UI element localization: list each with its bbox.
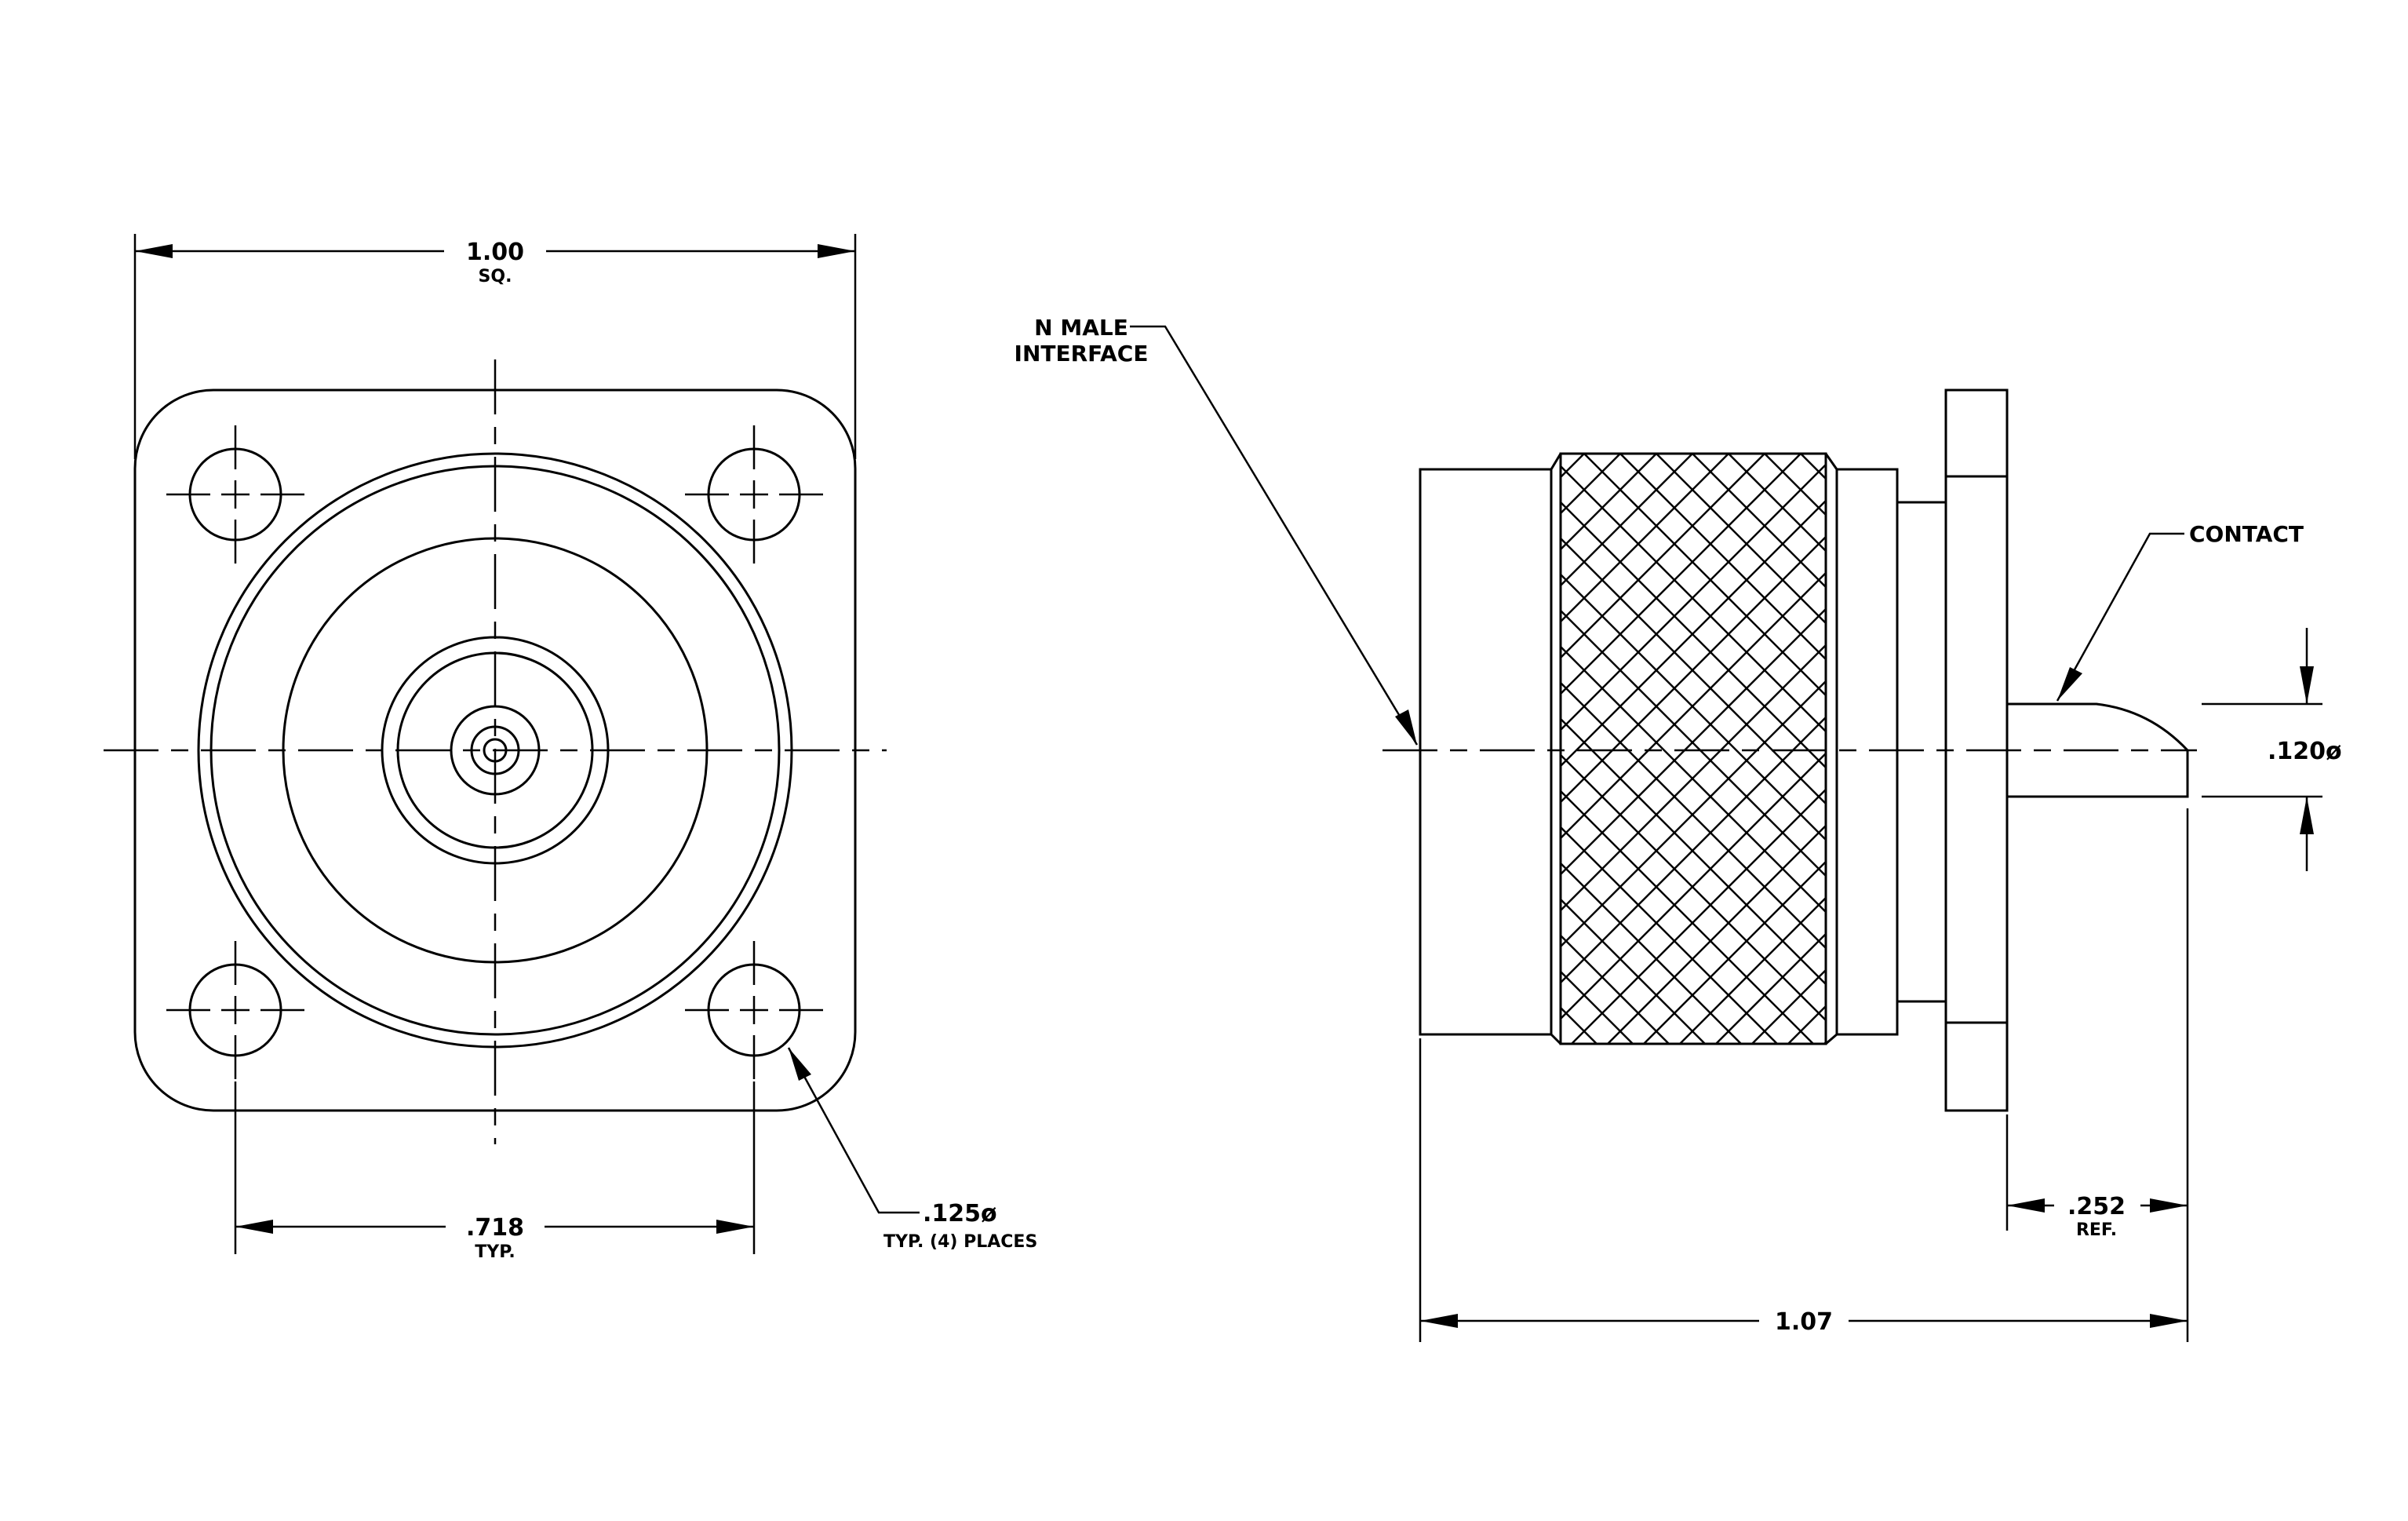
knurl-line: [1561, 501, 1826, 769]
knurl-line: [814, 454, 1404, 1044]
knurl-line: [1561, 645, 1826, 914]
knurl-line: [2378, 454, 2408, 1044]
knurl-line: [1561, 463, 1826, 731]
mounting-holes: [166, 425, 823, 1079]
knurl-line: [489, 454, 1079, 1044]
knurl-line: [1561, 717, 1826, 986]
overall-len-text: 1.07: [1775, 1308, 1833, 1336]
knurl-line: [1561, 644, 1826, 912]
knurl-line: [1561, 571, 1826, 840]
knurl-line: [1643, 860, 1826, 1044]
front-view: 1.00 SQ. .718 TYP. .125ø TYP. (4) PLACES: [104, 234, 1037, 1262]
knurl-line: [381, 454, 971, 1044]
knurl-line: [1561, 454, 1765, 659]
knurl-line: [1561, 454, 1729, 623]
knurl-line: [1561, 609, 1826, 877]
knurl-line: [1561, 680, 1826, 948]
width-dim-note: SQ.: [479, 267, 512, 286]
knurl-line: [1571, 788, 1826, 1044]
knurl-line: [1561, 454, 1657, 551]
contact-diameter-dimension: .120ø: [2202, 628, 2342, 871]
knurl-line: [1561, 454, 1693, 587]
hole-spacing-text: .718: [466, 1214, 524, 1242]
knurl-line: [1561, 752, 1826, 1020]
knurl-line: [1561, 454, 1585, 479]
interface-label-line1: N MALE: [1034, 315, 1128, 341]
hole-dia-note: TYP. (4) PLACES: [883, 1232, 1037, 1252]
knurl-line: [1561, 535, 1826, 804]
contact-label: CONTACT: [2189, 521, 2304, 547]
knurl-line: [1561, 790, 1814, 1044]
knurl-line: [1561, 826, 1778, 1044]
knurl-line: [1583, 454, 1826, 697]
knurl-line: [886, 454, 1476, 1044]
knurl-line: [1561, 573, 1826, 841]
knurl-line: [1561, 753, 1826, 1022]
knurl-line: [1715, 932, 1826, 1044]
knurl-line: [1561, 499, 1826, 768]
knurl-pattern: [381, 454, 2408, 1044]
hole-spacing-dimension: .718 TYP.: [234, 1081, 756, 1262]
side-view: N MALE INTERFACE CONTACT .120ø: [381, 315, 2408, 1342]
knurl-line: [705, 454, 1295, 1044]
hole-diameter-callout: .125ø TYP. (4) PLACES: [787, 1047, 1037, 1252]
knurl-line: [453, 454, 1043, 1044]
knurl-line: [958, 454, 1548, 1044]
knurl-line: [778, 454, 1368, 1044]
contact-callout: CONTACT: [2056, 521, 2304, 702]
contact-dia-text: .120ø: [2268, 738, 2342, 765]
contact-len-note: REF.: [2076, 1220, 2117, 1240]
knurl-line: [669, 454, 1259, 1044]
width-dimension: 1.00 SQ.: [133, 234, 857, 459]
contact-length-dimension: .252 REF.: [2005, 808, 2189, 1342]
knurl-line: [1561, 898, 1706, 1044]
knurl-line: [1679, 896, 1826, 1044]
knurl-line: [1561, 454, 1621, 515]
contact-len-text: .252: [2067, 1193, 2126, 1220]
hole-spacing-note: TYP.: [475, 1242, 515, 1262]
knurl-line: [633, 454, 1223, 1044]
interface-callout: N MALE INTERFACE: [1015, 315, 1419, 746]
knurl-line: [850, 454, 1440, 1044]
coupling-nut-front: [1419, 468, 1553, 1036]
knurl-line: [1561, 862, 1742, 1044]
knurl-line: [1561, 716, 1826, 984]
knurl-line: [1561, 607, 1826, 876]
knurl-line: [1607, 824, 1826, 1044]
knurl-line: [1561, 465, 1826, 733]
knurl-line: [1561, 1006, 1597, 1044]
knurl-line: [1561, 454, 1801, 695]
overall-length-dimension: 1.07: [1419, 1038, 2188, 1342]
knurl-line: [1561, 934, 1670, 1044]
coupling-nut-rear: [1835, 468, 1899, 1036]
knurl-line: [1561, 681, 1826, 950]
knurl-line: [922, 454, 1512, 1044]
knurl-line: [1561, 537, 1826, 805]
knurl-line: [2342, 454, 2408, 1044]
neck: [1897, 501, 1947, 1003]
hole-dia-text: .125ø: [923, 1200, 997, 1227]
width-dim-text: 1.00: [466, 239, 524, 266]
knurl-line: [525, 454, 1115, 1044]
knurl-line: [1619, 454, 1826, 661]
knurl-line: [1561, 970, 1634, 1044]
knurl-line: [1692, 454, 1826, 589]
knurl-line: [597, 454, 1187, 1044]
knurl-line: [1656, 454, 1826, 625]
knurl-line: [741, 454, 1332, 1044]
knurl-line: [971, 454, 1561, 1044]
interface-label-line2: INTERFACE: [1015, 341, 1149, 367]
